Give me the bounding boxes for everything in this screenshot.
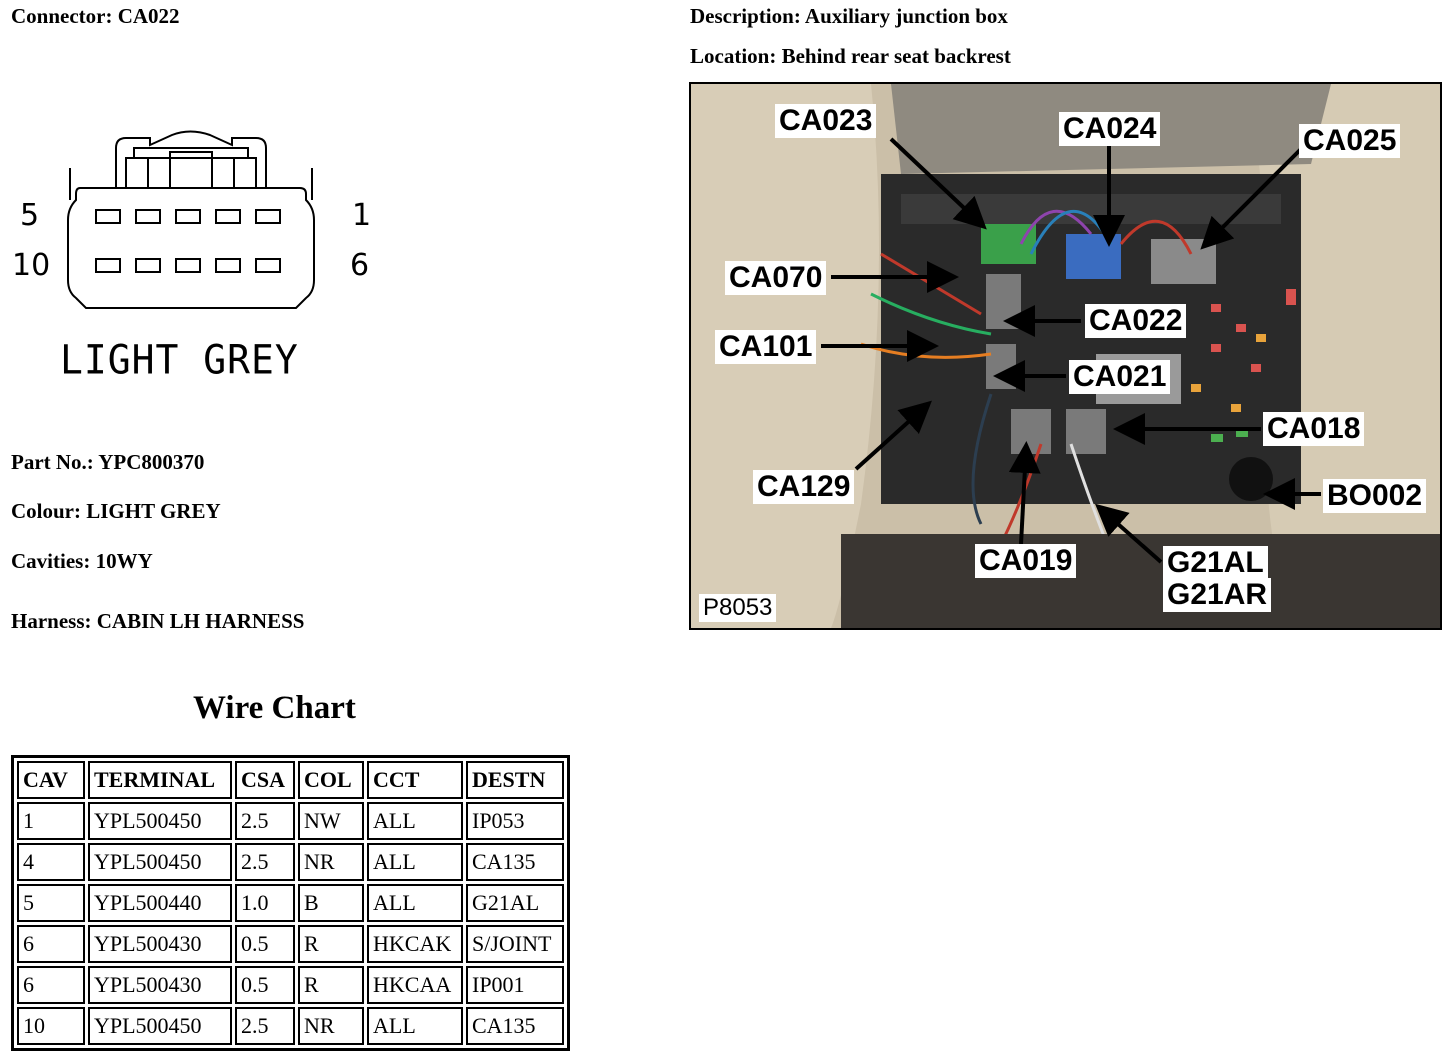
cell-cct: ALL xyxy=(367,802,463,840)
table-row: 6 YPL500430 0.5 R HKCAK S/JOINT xyxy=(17,925,564,963)
table-row: 10 YPL500450 2.5 NR ALL CA135 xyxy=(17,1007,564,1045)
cell-cav: 5 xyxy=(17,884,85,922)
connector-id: Connector: CA022 xyxy=(11,4,180,28)
part-number: Part No.: YPC800370 xyxy=(11,450,205,474)
cell-terminal: YPL500430 xyxy=(88,966,232,1004)
cell-cct: ALL xyxy=(367,1007,463,1045)
cell-col: R xyxy=(298,966,364,1004)
cell-csa: 0.5 xyxy=(235,925,295,963)
cell-col: B xyxy=(298,884,364,922)
cell-terminal: YPL500430 xyxy=(88,925,232,963)
cell-cct: ALL xyxy=(367,843,463,881)
cell-cct: HKCAK xyxy=(367,925,463,963)
callout-ca025: CA025 xyxy=(1299,124,1401,158)
cell-csa: 2.5 xyxy=(235,1007,295,1045)
header-terminal: TERMINAL xyxy=(88,761,232,799)
cell-destn: CA135 xyxy=(466,1007,564,1045)
photo-reference: P8053 xyxy=(699,594,777,622)
pin-label-10: 10 xyxy=(12,248,51,283)
cell-col: NW xyxy=(298,802,364,840)
callout-g21ar: G21AR xyxy=(1163,578,1272,612)
table-row: 6 YPL500430 0.5 R HKCAA IP001 xyxy=(17,966,564,1004)
callout-ca070: CA070 xyxy=(725,261,827,295)
pin-label-6: 6 xyxy=(350,248,370,283)
table-row: 5 YPL500440 1.0 B ALL G21AL xyxy=(17,884,564,922)
cell-cav: 10 xyxy=(17,1007,85,1045)
cell-terminal: YPL500450 xyxy=(88,843,232,881)
pin-label-5: 5 xyxy=(20,198,40,233)
cell-csa: 2.5 xyxy=(235,802,295,840)
wire-chart-table: CAV TERMINAL CSA COL CCT DESTN 1 YPL5004… xyxy=(11,755,570,1051)
header-destn: DESTN xyxy=(466,761,564,799)
description: Description: Auxiliary junction box xyxy=(690,4,1008,28)
callout-ca018: CA018 xyxy=(1263,412,1365,446)
cell-csa: 1.0 xyxy=(235,884,295,922)
callout-ca022: CA022 xyxy=(1085,304,1187,338)
cell-destn: IP001 xyxy=(466,966,564,1004)
cell-cav: 6 xyxy=(17,966,85,1004)
cell-cav: 6 xyxy=(17,925,85,963)
cell-cct: ALL xyxy=(367,884,463,922)
callout-bo002: BO002 xyxy=(1323,479,1427,513)
cell-col: R xyxy=(298,925,364,963)
wire-chart-title: Wire Chart xyxy=(193,690,356,726)
cell-col: NR xyxy=(298,843,364,881)
table-row: 4 YPL500450 2.5 NR ALL CA135 xyxy=(17,843,564,881)
callout-ca023: CA023 xyxy=(775,104,877,138)
cell-csa: 0.5 xyxy=(235,966,295,1004)
connector-colour-caption: LIGHT GREY xyxy=(60,336,299,384)
harness: Harness: CABIN LH HARNESS xyxy=(11,609,305,633)
cell-cav: 4 xyxy=(17,843,85,881)
table-row: 1 YPL500450 2.5 NW ALL IP053 xyxy=(17,802,564,840)
cell-cav: 1 xyxy=(17,802,85,840)
callout-ca019: CA019 xyxy=(975,544,1077,578)
pin-label-1: 1 xyxy=(352,198,372,233)
callout-ca021: CA021 xyxy=(1069,360,1171,394)
callout-g21al: G21AL xyxy=(1163,546,1268,580)
cell-terminal: YPL500450 xyxy=(88,802,232,840)
colour: Colour: LIGHT GREY xyxy=(11,499,221,523)
callout-ca129: CA129 xyxy=(753,470,855,504)
header-cav: CAV xyxy=(17,761,85,799)
header-col: COL xyxy=(298,761,364,799)
cell-terminal: YPL500440 xyxy=(88,884,232,922)
header-cct: CCT xyxy=(367,761,463,799)
cell-destn: CA135 xyxy=(466,843,564,881)
connector-face-diagram xyxy=(67,130,315,309)
location-photo: CA023 CA024 CA025 CA070 CA022 CA101 CA02… xyxy=(689,82,1442,630)
location: Location: Behind rear seat backrest xyxy=(690,44,1011,68)
cell-destn: G21AL xyxy=(466,884,564,922)
cavities: Cavities: 10WY xyxy=(11,549,153,573)
table-header-row: CAV TERMINAL CSA COL CCT DESTN xyxy=(17,761,564,799)
cell-destn: S/JOINT xyxy=(466,925,564,963)
callout-ca024: CA024 xyxy=(1059,112,1161,146)
cell-col: NR xyxy=(298,1007,364,1045)
callout-ca101: CA101 xyxy=(715,330,817,364)
cell-destn: IP053 xyxy=(466,802,564,840)
cell-csa: 2.5 xyxy=(235,843,295,881)
cell-cct: HKCAA xyxy=(367,966,463,1004)
cell-terminal: YPL500450 xyxy=(88,1007,232,1045)
header-csa: CSA xyxy=(235,761,295,799)
